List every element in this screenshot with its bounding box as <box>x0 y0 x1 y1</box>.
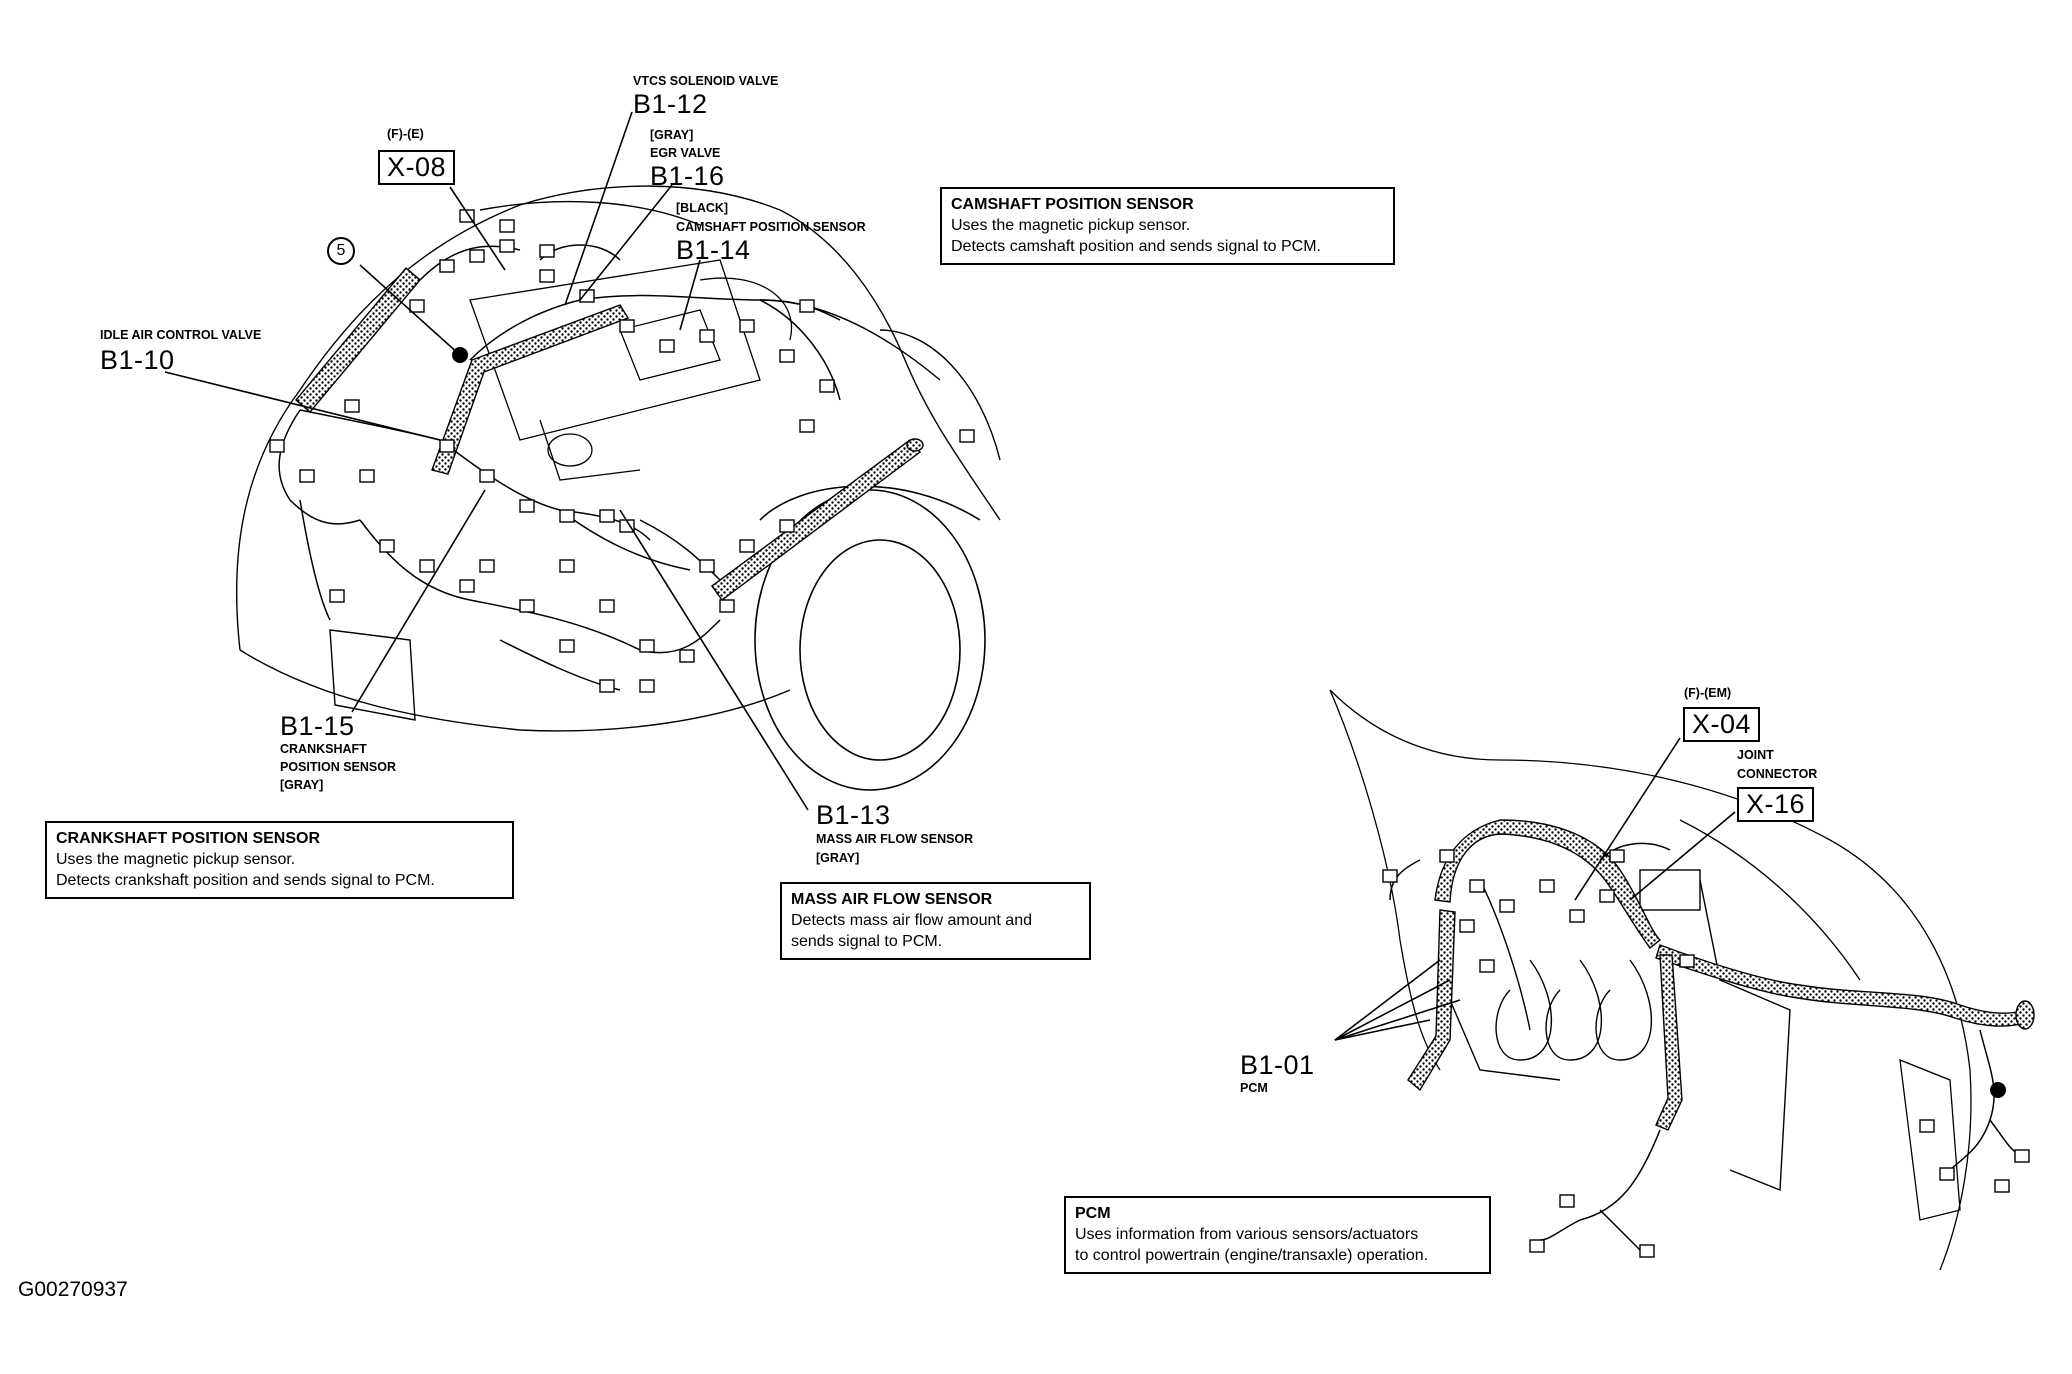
x16-code-box: X-16 <box>1737 787 1815 823</box>
b1-14-color: [BLACK] <box>676 201 729 215</box>
x16-line2: CONNECTOR <box>1737 767 1818 781</box>
b1-13-name: MASS AIR FLOW SENSOR <box>816 832 974 846</box>
info-box-maf: MASS AIR FLOW SENSOR Detects mass air fl… <box>780 882 1091 960</box>
connectors-right <box>1382 849 2030 1258</box>
x16-line1: JOINT <box>1737 748 1774 762</box>
engine-block <box>469 259 793 481</box>
info-pcm-title: PCM <box>1075 1205 1111 1222</box>
info-crankshaft-title: CRANKSHAFT POSITION SENSOR <box>56 830 321 847</box>
b1-10-name: IDLE AIR CONTROL VALVE <box>100 328 262 342</box>
b1-15-code: B1-15 <box>280 711 355 741</box>
x08-group-label: (F)-(E) <box>387 127 424 141</box>
info-box-camshaft: CAMSHAFT POSITION SENSOR Uses the magnet… <box>940 187 1395 265</box>
info-pcm-line2: to control powertrain (engine/transaxle)… <box>1075 1247 1429 1264</box>
b1-13-code: B1-13 <box>816 800 891 830</box>
info-pcm-line1: Uses information from various sensors/ac… <box>1075 1226 1419 1243</box>
ground-point <box>1990 1082 2006 1098</box>
car-body-outline-left <box>235 185 1001 732</box>
b1-10-code: B1-10 <box>100 345 175 375</box>
b1-01-name: PCM <box>1240 1081 1268 1095</box>
b1-16-name: EGR VALVE <box>650 146 721 160</box>
harness-sleeves <box>295 267 924 601</box>
b1-15-line1: CRANKSHAFT <box>280 742 367 756</box>
b1-15-color: [GRAY] <box>280 778 324 792</box>
b1-12-name: VTCS SOLENOID VALVE <box>633 74 779 88</box>
info-crankshaft-line1: Uses the magnetic pickup sensor. <box>56 851 296 868</box>
harness-sleeves-right <box>1407 819 2035 1131</box>
info-maf-line2: sends signal to PCM. <box>791 933 943 950</box>
b1-16-color: [GRAY] <box>650 128 694 142</box>
figure-id: G00270937 <box>18 1278 128 1301</box>
b1-13-color: [GRAY] <box>816 851 860 865</box>
connectors-left <box>269 209 975 693</box>
b1-14-name: CAMSHAFT POSITION SENSOR <box>676 220 866 234</box>
b1-16-code: B1-16 <box>650 161 725 191</box>
info-box-pcm: PCM Uses information from various sensor… <box>1064 1196 1491 1274</box>
leader-lines-right <box>1334 737 1736 1041</box>
x08-code-box: X-08 <box>378 150 456 186</box>
x04-code-box: X-04 <box>1683 707 1761 743</box>
info-crankshaft-line2: Detects crankshaft position and sends si… <box>56 872 435 889</box>
b1-01-code: B1-01 <box>1240 1050 1315 1080</box>
info-camshaft-line2: Detects camshaft position and sends sign… <box>951 238 1321 255</box>
info-maf-title: MASS AIR FLOW SENSOR <box>791 891 993 908</box>
b1-12-code: B1-12 <box>633 89 708 119</box>
info-camshaft-title: CAMSHAFT POSITION SENSOR <box>951 196 1194 213</box>
leader-lines-left <box>164 111 809 811</box>
info-camshaft-line1: Uses the magnetic pickup sensor. <box>951 217 1191 234</box>
b1-14-code: B1-14 <box>676 235 751 265</box>
intake-manifold <box>1449 869 1791 1192</box>
car-body-outline-right <box>1329 689 1972 1271</box>
info-box-crankshaft: CRANKSHAFT POSITION SENSOR Uses the magn… <box>45 821 514 899</box>
callout-5: 5 <box>327 237 355 265</box>
b1-15-line2: POSITION SENSOR <box>280 760 396 774</box>
info-maf-line1: Detects mass air flow amount and <box>791 912 1032 929</box>
x04-group-label: (F)-(EM) <box>1684 686 1732 700</box>
